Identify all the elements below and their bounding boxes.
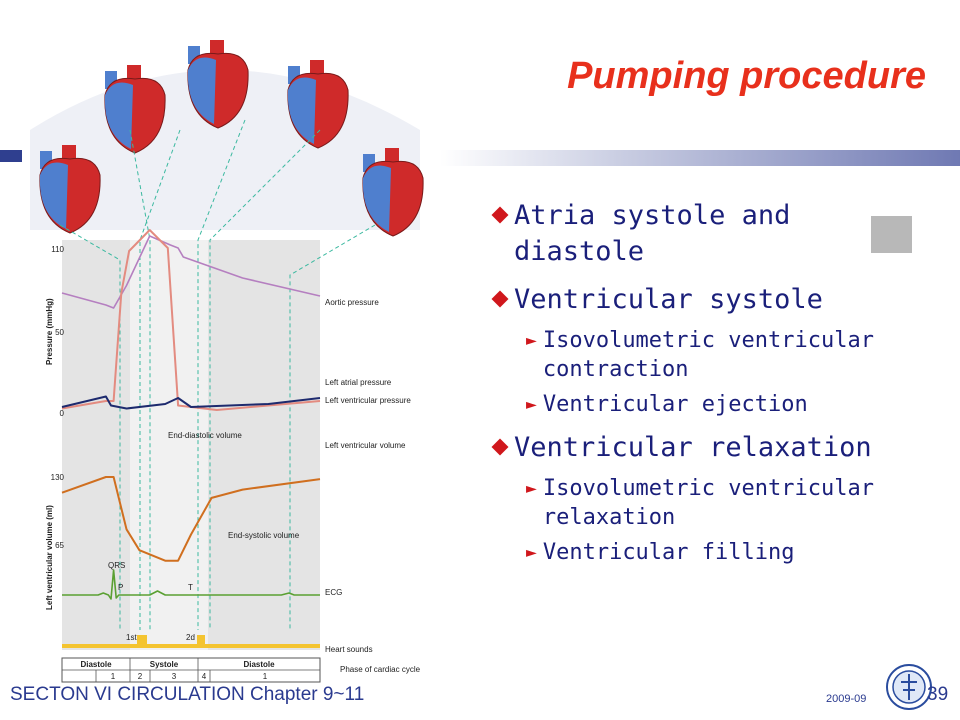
heart-diagram-icon xyxy=(39,145,101,234)
sub-bullet-text: Ventricular ejection xyxy=(542,392,808,417)
heart-diagram-icon xyxy=(187,40,249,129)
label-t: T xyxy=(188,583,193,592)
graph-panel-light xyxy=(130,240,208,650)
ecg-trace xyxy=(62,569,320,600)
phase-number: 4 xyxy=(202,672,207,681)
diamond-bullet-icon xyxy=(491,438,509,456)
sub-bullet-item: ► Ventricular filling xyxy=(526,538,908,568)
triangle-bullet-icon: ► xyxy=(526,394,537,415)
decorative-block xyxy=(0,150,22,162)
phase-number: 1 xyxy=(111,672,116,681)
lv-volume-curve xyxy=(61,476,321,562)
y-axis-label-volume: Left ventricular volume (ml) xyxy=(45,505,54,610)
footer-course: SECTON VI CIRCULATION Chapter 9~11 xyxy=(10,684,365,705)
triangle-bullet-icon: ► xyxy=(526,330,537,351)
bullet-text: Ventricular relaxation xyxy=(514,432,872,463)
footer-date: 2009-09 xyxy=(826,693,867,705)
label-p: P xyxy=(118,583,123,592)
decorative-band xyxy=(440,150,960,166)
label-second-sound: 2d xyxy=(186,633,195,642)
phase-number: 3 xyxy=(172,672,177,681)
diamond-bullet-icon xyxy=(491,206,509,224)
label-atrial-pressure: Left atrial pressure xyxy=(325,378,392,387)
cardiac-cycle-figure: 110 50 0 130 65 Pressure (mmHg) Left ven… xyxy=(30,40,424,683)
heart-diagram-icon xyxy=(287,60,349,149)
heart-sounds-bar xyxy=(62,644,320,648)
label-ecg: ECG xyxy=(325,588,342,597)
y-axis-label-pressure: Pressure (mmHg) xyxy=(45,298,54,365)
triangle-bullet-icon: ► xyxy=(526,542,537,563)
phase-header: Diastole xyxy=(80,660,112,669)
sub-bullet-text: Isovolumetric ventricular relaxation xyxy=(542,476,874,530)
y-tick: 50 xyxy=(55,328,64,337)
guide-line xyxy=(289,224,376,630)
label-lv-volume: Left ventricular volume xyxy=(325,441,406,450)
label-ventricular-pressure: Left ventricular pressure xyxy=(325,396,411,405)
sub-bullet-item: ► Ventricular ejection xyxy=(526,390,908,420)
bullet-item: Atria systole and diastole xyxy=(488,198,908,270)
phase-number: 2 xyxy=(138,672,143,681)
sub-bullet-text: Isovolumetric ventricular contraction xyxy=(542,328,874,382)
page-number: 39 xyxy=(927,684,949,705)
bullet-text: Ventricular systole xyxy=(514,284,823,315)
heart-sound-1 xyxy=(137,635,147,648)
diamond-bullet-icon xyxy=(491,290,509,308)
university-seal-icon xyxy=(886,664,932,710)
slide-title: Pumping procedure xyxy=(567,55,926,97)
label-end-systolic: End-systolic volume xyxy=(228,531,300,540)
phase-header: Systole xyxy=(150,660,179,669)
y-tick: 110 xyxy=(51,245,64,254)
heart-sound-2 xyxy=(197,635,205,648)
heart-diagram-icon xyxy=(104,65,166,154)
sub-bullet-item: ► Isovolumetric ventricular relaxation xyxy=(526,474,908,532)
heart-diagram-icon xyxy=(362,148,424,237)
bullet-item: Ventricular relaxation xyxy=(488,430,908,466)
label-first-sound: 1st xyxy=(126,633,137,642)
label-aortic-pressure: Aortic pressure xyxy=(325,298,379,307)
label-end-diastolic: End-diastolic volume xyxy=(168,431,242,440)
bullet-item: Ventricular systole xyxy=(488,282,908,318)
guide-line xyxy=(197,119,246,630)
label-heart-sounds: Heart sounds xyxy=(325,645,373,654)
y-tick: 0 xyxy=(60,409,65,418)
atrial-pressure-curve xyxy=(61,395,321,410)
bullet-list: Atria systole and diastole Ventricular s… xyxy=(488,198,908,578)
label-phase: Phase of cardiac cycle xyxy=(340,665,421,674)
label-qrs: QRS xyxy=(108,561,125,570)
gray-square xyxy=(871,216,912,253)
phase-header: Diastole xyxy=(243,660,275,669)
triangle-bullet-icon: ► xyxy=(526,478,537,499)
guide-line xyxy=(129,129,151,630)
sub-bullet-item: ► Isovolumetric ventricular contraction xyxy=(526,326,908,384)
sub-bullet-text: Ventricular filling xyxy=(542,540,795,565)
y-tick: 130 xyxy=(51,473,65,482)
bullet-text: Atria systole and diastole xyxy=(514,200,791,267)
y-tick: 65 xyxy=(55,541,64,550)
phase-number: 1 xyxy=(263,672,268,681)
